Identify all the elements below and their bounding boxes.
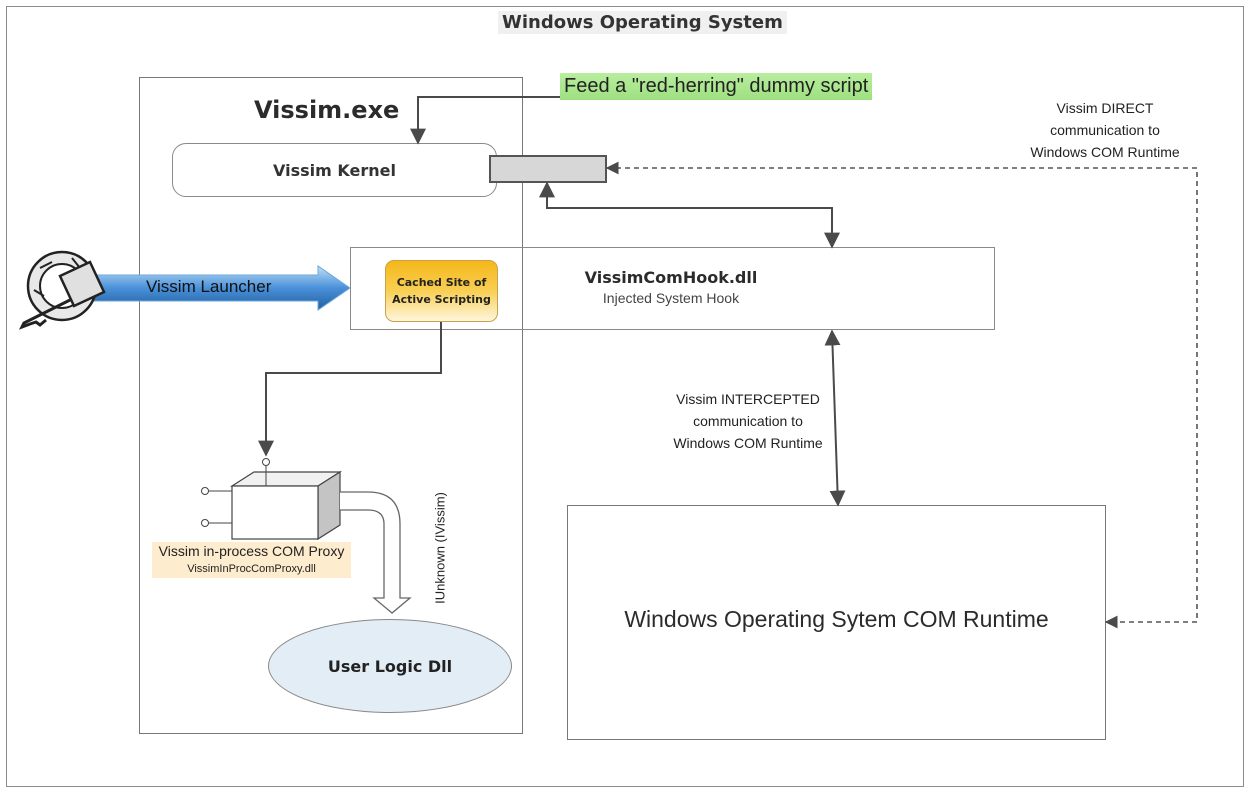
user-logic-dll-ellipse: User Logic Dll <box>268 619 512 713</box>
com-proxy-label: Vissim in-process COM Proxy VissimInProc… <box>152 542 351 578</box>
launcher-arrow <box>91 265 351 311</box>
iunknown-interface-label: IUnknown (IVissim) <box>432 492 448 604</box>
vissim-exe-label: Vissim.exe <box>254 96 400 124</box>
hook-runtime-bidirectional-arrow <box>824 329 846 507</box>
vissim-kernel-label: Vissim Kernel <box>273 160 396 180</box>
com-proxy-title: Vissim in-process COM Proxy <box>158 543 345 559</box>
direct-line-3: Windows COM Runtime <box>1030 144 1180 160</box>
diagram-title: Windows Operating System <box>498 11 787 34</box>
vissim-exe-process-box <box>139 77 523 734</box>
feed-arrow <box>410 96 560 145</box>
com-proxy-file: VissimInProcComProxy.dll <box>187 563 316 575</box>
direct-communication-note: Vissim DIRECT communication to Windows C… <box>1005 97 1205 163</box>
cached-site-line-2: Active Scripting <box>392 293 491 306</box>
windows-os-boundary <box>6 6 1244 787</box>
vissim-launcher-label: Vissim Launcher <box>146 277 272 296</box>
cached-to-proxy-arrow <box>258 322 442 457</box>
direct-line-2: communication to <box>1050 122 1160 138</box>
kernel-hook-bidirectional-arrow <box>539 181 840 249</box>
feed-dummy-script-note: Feed a "red-herring" dummy script <box>560 73 873 100</box>
direct-line-1: Vissim DIRECT <box>1056 100 1154 116</box>
interface-hollow-arrow <box>340 491 412 614</box>
com-proxy-cube <box>201 458 343 541</box>
cached-site-box: Cached Site of Active Scripting <box>385 260 498 322</box>
key-icon <box>18 250 106 330</box>
user-logic-dll-label: User Logic Dll <box>327 656 453 676</box>
direct-dashed-arrow <box>605 161 1198 629</box>
cached-site-line-1: Cached Site of <box>396 276 487 289</box>
